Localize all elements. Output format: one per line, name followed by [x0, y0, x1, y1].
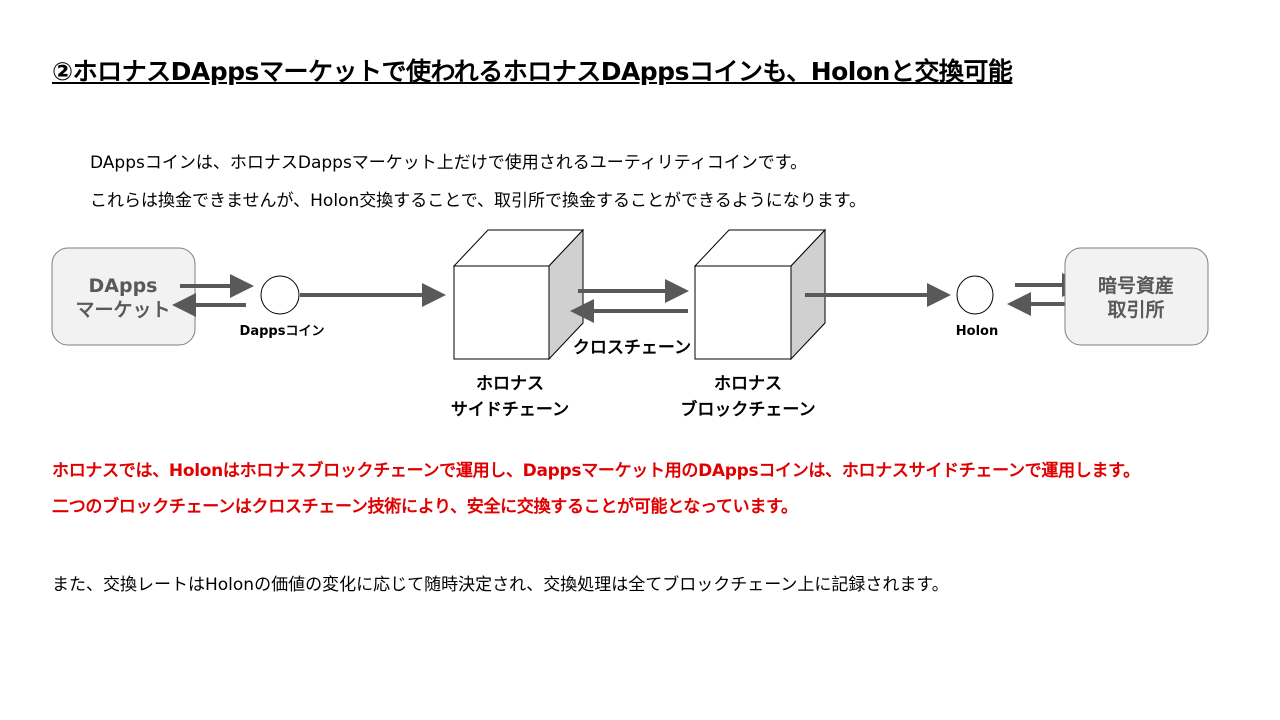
intro-line-2: これらは換金できませんが、Holon交換することで、取引所で換金することができる… — [90, 191, 867, 211]
dapps-coin-label: Dappsコイン — [240, 324, 325, 339]
exchange-label-2: 取引所 — [1107, 299, 1164, 321]
cross-chain-label: クロスチェーン — [573, 338, 691, 358]
dapps-market-label-2: マーケット — [75, 299, 170, 321]
dapps-market-box: DApps マーケット — [51, 247, 196, 346]
side-chain-cube-icon — [452, 228, 585, 361]
side-chain-label-2: サイドチェーン — [451, 400, 569, 420]
exchange-label-1: 暗号資産 — [1098, 274, 1174, 297]
side-chain-label-1: ホロナス — [476, 374, 544, 394]
block-chain-label-2: ブロックチェーン — [680, 399, 815, 420]
holon-coin-icon — [956, 275, 994, 315]
slide-title: ②ホロナスDAppsマーケットで使われるホロナスDAppsコインも、Holonと… — [52, 57, 1013, 86]
highlight-line-1: ホロナスでは、Holonはホロナスブロックチェーンで運用し、Dappsマーケット… — [52, 461, 1140, 481]
exchange-box: 暗号資産 取引所 — [1064, 247, 1209, 346]
block-chain-cube-icon — [693, 228, 827, 361]
block-chain-label-1: ホロナス — [714, 374, 782, 394]
note-text: また、交換レートはHolonの価値の変化に応じて随時決定され、交換処理は全てブロ… — [52, 575, 949, 595]
dapps-market-label-1: DApps — [89, 275, 158, 297]
holon-label: Holon — [956, 324, 998, 339]
intro-line-1: DAppsコインは、ホロナスDappsマーケット上だけで使用されるユーティリティ… — [90, 153, 808, 173]
highlight-line-2: 二つのブロックチェーンはクロスチェーン技術により、安全に交換することが可能となっ… — [52, 497, 798, 517]
dapps-coin-icon — [260, 275, 300, 315]
